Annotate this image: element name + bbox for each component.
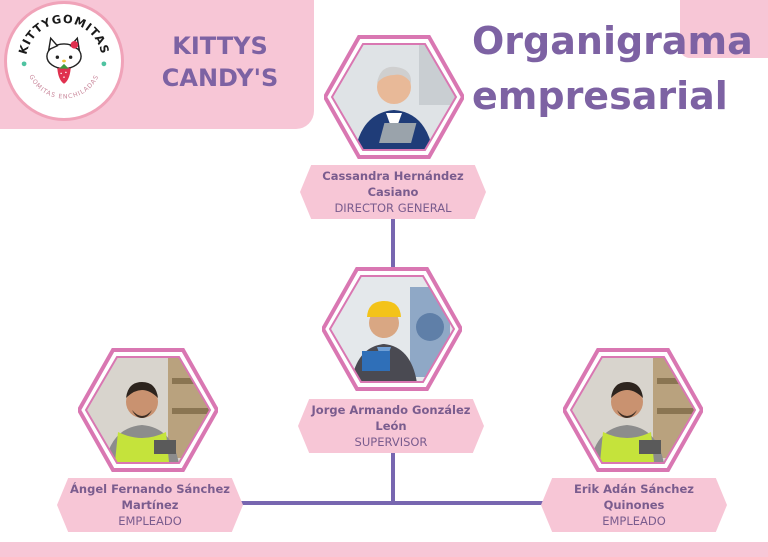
bottom-bar (0, 542, 768, 557)
director-role: DIRECTOR GENERAL (334, 200, 452, 215)
connector-director-supervisor (391, 218, 395, 274)
page-title: Organigrama empresarial (472, 19, 753, 118)
director-card: Cassandra Hernández Casiano DIRECTOR GEN… (300, 165, 486, 219)
kitty-icon (46, 36, 82, 84)
supervisor-card: Jorge Armando González León SUPERVISOR (298, 399, 484, 453)
employee-1-card: Ángel Fernando Sánchez Martínez EMPLEADO (57, 478, 243, 532)
director-name: Cassandra Hernández Casiano (322, 168, 464, 199)
connector-supervisor-branch (391, 452, 395, 504)
supervisor-role: SUPERVISOR (354, 434, 428, 449)
corner-decoration (680, 0, 768, 58)
brand-name: KITTYS CANDY'S (161, 32, 279, 92)
employee-2-name: Erik Adán Sánchez Quinones (574, 481, 694, 512)
employee-1-photo (78, 348, 218, 472)
employee-1-role: EMPLEADO (118, 513, 182, 528)
supervisor-name: Jorge Armando González León (311, 402, 471, 433)
connector-horizontal (236, 501, 544, 505)
supervisor-photo (322, 267, 462, 391)
kittygomitas-logo: KITTYGOMITAS GOMITAS ENCHILADAS (4, 1, 124, 121)
employee-2-photo (563, 348, 703, 472)
employee-2-card: Erik Adán Sánchez Quinones EMPLEADO (541, 478, 727, 532)
employee-2-role: EMPLEADO (602, 513, 666, 528)
director-photo (324, 35, 464, 159)
employee-1-name: Ángel Fernando Sánchez Martínez (70, 481, 230, 512)
